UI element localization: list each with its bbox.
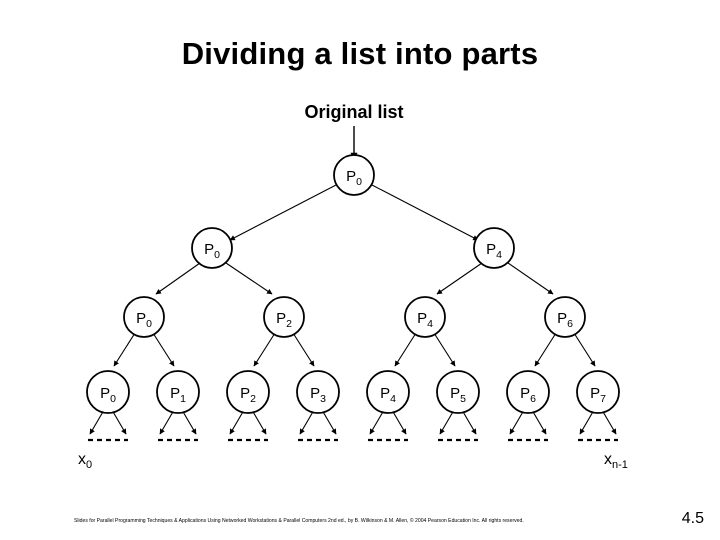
tree-node-leaf-7[interactable]: P6 (506, 370, 550, 414)
edge-l3-2-to-leaf-4 (292, 332, 315, 367)
page-title: Dividing a list into parts (181, 36, 539, 71)
node-label-leaf-1: P0 (100, 385, 116, 405)
leaf-fanout-group-7 (508, 409, 548, 442)
edge-l3-1-to-leaf-1 (113, 332, 136, 367)
edge-l2right-to-l3-4 (507, 262, 554, 295)
node-circle (263, 296, 305, 338)
edge-l3-4-to-leaf-8 (573, 332, 596, 367)
node-circle (156, 370, 200, 414)
edge-l2left-to-l3-1 (155, 262, 201, 295)
edge-l2right-to-l3-3 (436, 262, 483, 295)
node-label-leaf-7: P6 (520, 385, 536, 405)
leaf-5-fan-left (369, 409, 385, 435)
leaf-7-fan-left (509, 409, 525, 435)
node-label-l2-left: P0 (204, 241, 220, 261)
node-circle (333, 154, 375, 196)
leaf-3-fan-right (251, 409, 267, 435)
leaf-3-fan-left (229, 409, 245, 435)
tree-node-leaf-2[interactable]: P1 (156, 370, 200, 414)
tree-node-leaf-3[interactable]: P2 (226, 370, 270, 414)
tree-node-l3-2[interactable]: P2 (263, 296, 305, 338)
leaf-fanout-group-4 (298, 409, 338, 442)
original-list-label: Original list (304, 102, 403, 122)
leaf-fanout-group-5 (368, 409, 408, 442)
node-label-root: P0 (346, 168, 362, 188)
node-circle (86, 370, 130, 414)
node-label-leaf-3: P2 (240, 385, 256, 405)
node-label-l2-right: P4 (486, 241, 502, 261)
tree-node-leaf-5[interactable]: P4 (366, 370, 410, 414)
node-circle (366, 370, 410, 414)
tree-node-l2-left[interactable]: P0 (191, 227, 233, 269)
leaf-8-fan-left (579, 409, 595, 435)
node-circle (473, 227, 515, 269)
leaf-6-fan-left (439, 409, 455, 435)
tree-node-leaf-4[interactable]: P3 (296, 370, 340, 414)
node-circle (436, 370, 480, 414)
leaf-8-fan-right (601, 409, 617, 435)
leaf-4-fan-left (299, 409, 315, 435)
leaf-2-fan-right (181, 409, 197, 435)
node-label-leaf-6: P5 (450, 385, 466, 405)
node-circle (404, 296, 446, 338)
node-label-l3-2: P2 (276, 310, 292, 330)
leaf-4-fan-right (321, 409, 337, 435)
leaf-fanout-group-1 (88, 409, 128, 442)
leaf-1-fan-left (89, 409, 105, 435)
edge-l2left-to-l3-2 (225, 262, 273, 295)
tree-diagram-svg: Original list (78, 102, 628, 471)
leaf-fanout-group-3 (228, 409, 268, 442)
edge-l3-2-to-leaf-3 (253, 332, 276, 367)
edge-l3-4-to-leaf-7 (534, 332, 557, 367)
node-label-l3-3: P4 (417, 310, 433, 330)
tree-diagram: Original list (0, 90, 720, 490)
node-label-l3-1: P0 (136, 310, 152, 330)
leaf-1-fan-right (111, 409, 127, 435)
edge-l3-1-to-leaf-2 (152, 332, 175, 367)
edge-root-to-l2-left (229, 184, 337, 241)
leaf-fanout-group-2 (158, 409, 198, 442)
leaf-fanout-group-8 (578, 409, 618, 442)
tree-node-l3-1[interactable]: P0 (123, 296, 165, 338)
edge-root-to-l2-right (371, 184, 479, 241)
node-label-leaf-2: P1 (170, 385, 186, 405)
node-circle (191, 227, 233, 269)
node-label-leaf-4: P3 (310, 385, 326, 405)
node-label-leaf-8: P7 (590, 385, 606, 405)
leaf-6-fan-right (461, 409, 477, 435)
node-circle (506, 370, 550, 414)
leaf-5-fan-right (391, 409, 407, 435)
page-number: 4.5 (681, 510, 704, 527)
node-label-l3-4: P6 (557, 310, 573, 330)
tree-node-leaf-8[interactable]: P7 (576, 370, 620, 414)
element-label-first: x0 (78, 451, 92, 471)
leaf-7-fan-right (531, 409, 547, 435)
tree-node-leaf-6[interactable]: P5 (436, 370, 480, 414)
footer-credit: Slides for Parallel Programming Techniqu… (74, 518, 524, 524)
node-circle (576, 370, 620, 414)
tree-node-l3-4[interactable]: P6 (544, 296, 586, 338)
element-label-last: xn-1 (604, 451, 628, 471)
tree-node-leaf-1[interactable]: P0 (86, 370, 130, 414)
node-circle (296, 370, 340, 414)
tree-node-root[interactable]: P0 (333, 154, 375, 196)
node-circle (544, 296, 586, 338)
leaf-2-fan-left (159, 409, 175, 435)
edge-l3-3-to-leaf-5 (394, 332, 417, 367)
tree-node-l2-right[interactable]: P4 (473, 227, 515, 269)
edge-l3-3-to-leaf-6 (433, 332, 456, 367)
tree-node-l3-3[interactable]: P4 (404, 296, 446, 338)
node-circle (226, 370, 270, 414)
leaf-fanout-group-6 (438, 409, 478, 442)
node-circle (123, 296, 165, 338)
node-label-leaf-5: P4 (380, 385, 396, 405)
